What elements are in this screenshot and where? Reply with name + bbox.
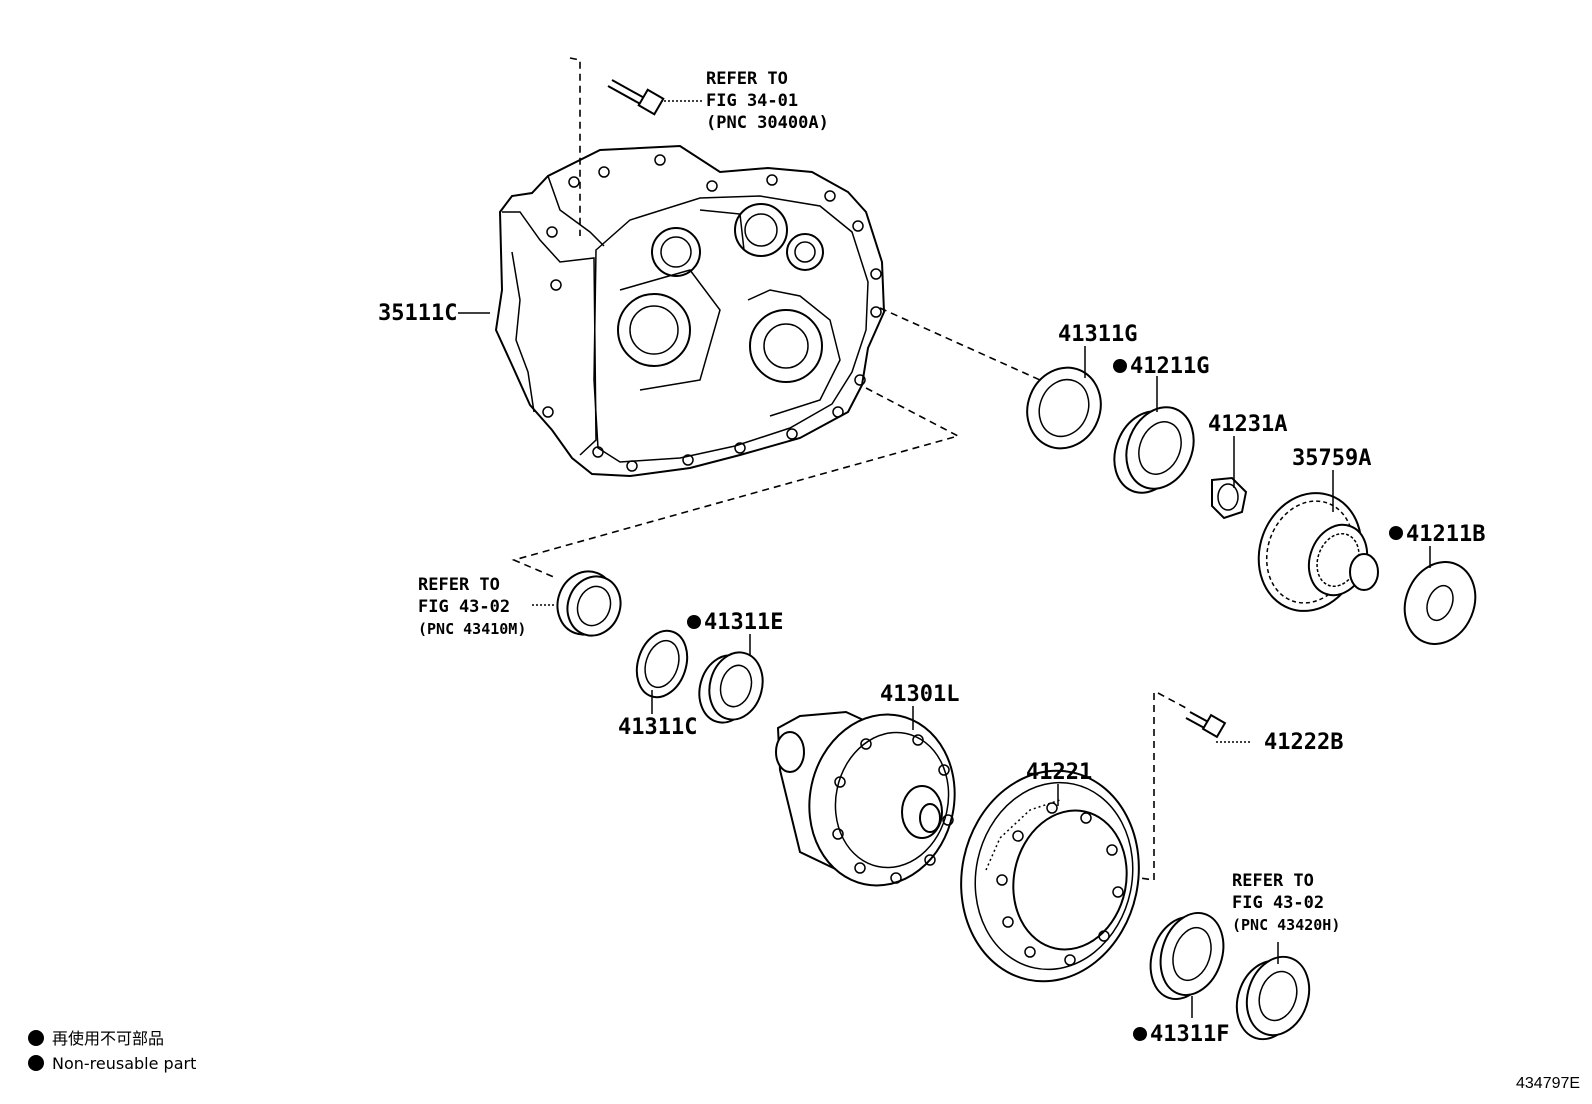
non-reusable-dot-41211g (1113, 359, 1127, 373)
refer-left-line2: FIG 43-02 (418, 597, 510, 617)
legend: 再使用不可部品 Non-reusable part (28, 1029, 196, 1073)
legend-dot-en (28, 1055, 44, 1071)
assembly-leader-lines (511, 57, 1250, 881)
refer-top-line3: (PNC 30400A) (706, 113, 829, 133)
refer-block-left: REFER TO FIG 43-02 (PNC 43410M) (418, 575, 526, 638)
label-41231a: 41231A (1208, 412, 1287, 437)
label-41222b: 41222B (1264, 730, 1343, 755)
bearing-41211b-drawing (1403, 561, 1477, 645)
bearing-41311e-drawing (698, 651, 764, 724)
bearing-41211g-drawing (1113, 406, 1195, 494)
nut-41231a-drawing (1211, 476, 1248, 520)
ring-gear-41221-drawing (960, 769, 1140, 983)
bolt-41222b-drawing (1185, 711, 1227, 739)
differential-case-41301l-drawing (775, 710, 956, 887)
label-41311e: 41311E (704, 610, 783, 635)
refer-left-line1: REFER TO (418, 575, 500, 595)
label-41211g: 41211G (1130, 354, 1209, 379)
label-35759a: 35759A (1292, 446, 1371, 471)
shim-41311g-drawing (1026, 366, 1102, 450)
refer-left-line3: (PNC 43410M) (418, 620, 526, 638)
oil-seal-43420h-drawing (1235, 955, 1311, 1041)
housing-bolt-drawing (607, 79, 665, 116)
figure-id: 434797E (1516, 1075, 1580, 1092)
refer-top-line2: FIG 34-01 (706, 91, 798, 111)
label-41311c: 41311C (618, 715, 697, 740)
oil-seal-43410m-drawing (556, 570, 622, 637)
refer-right-line2: FIG 43-02 (1232, 893, 1324, 913)
label-35111c: 35111C (378, 301, 457, 326)
legend-text-en: Non-reusable part (52, 1054, 196, 1073)
gear-35759a-drawing (1257, 492, 1379, 612)
label-41311g: 41311G (1058, 322, 1137, 347)
bearing-41311f-drawing (1149, 911, 1225, 1001)
legend-text-jp: 再使用不可部品 (52, 1029, 164, 1048)
refer-top-line1: REFER TO (706, 69, 788, 89)
non-reusable-dot-41311e (687, 615, 701, 629)
transaxle-housing-drawing (494, 144, 886, 478)
refer-right-line3: (PNC 43420H) (1232, 916, 1340, 934)
label-41211b: 41211B (1406, 522, 1485, 547)
shim-41311c-drawing (635, 629, 689, 699)
label-leaders (458, 312, 1431, 1018)
label-41311f: 41311F (1150, 1022, 1229, 1047)
refer-block-right: REFER TO FIG 43-02 (PNC 43420H) (1232, 871, 1340, 934)
refer-right-line1: REFER TO (1232, 871, 1314, 891)
non-reusable-dot-41211b (1389, 526, 1403, 540)
legend-dot-jp (28, 1030, 44, 1046)
label-41221: 41221 (1026, 760, 1092, 785)
refer-block-top: REFER TO FIG 34-01 (PNC 30400A) (706, 69, 829, 133)
non-reusable-dot-41311f (1133, 1027, 1147, 1041)
label-41301l: 41301L (880, 682, 959, 707)
